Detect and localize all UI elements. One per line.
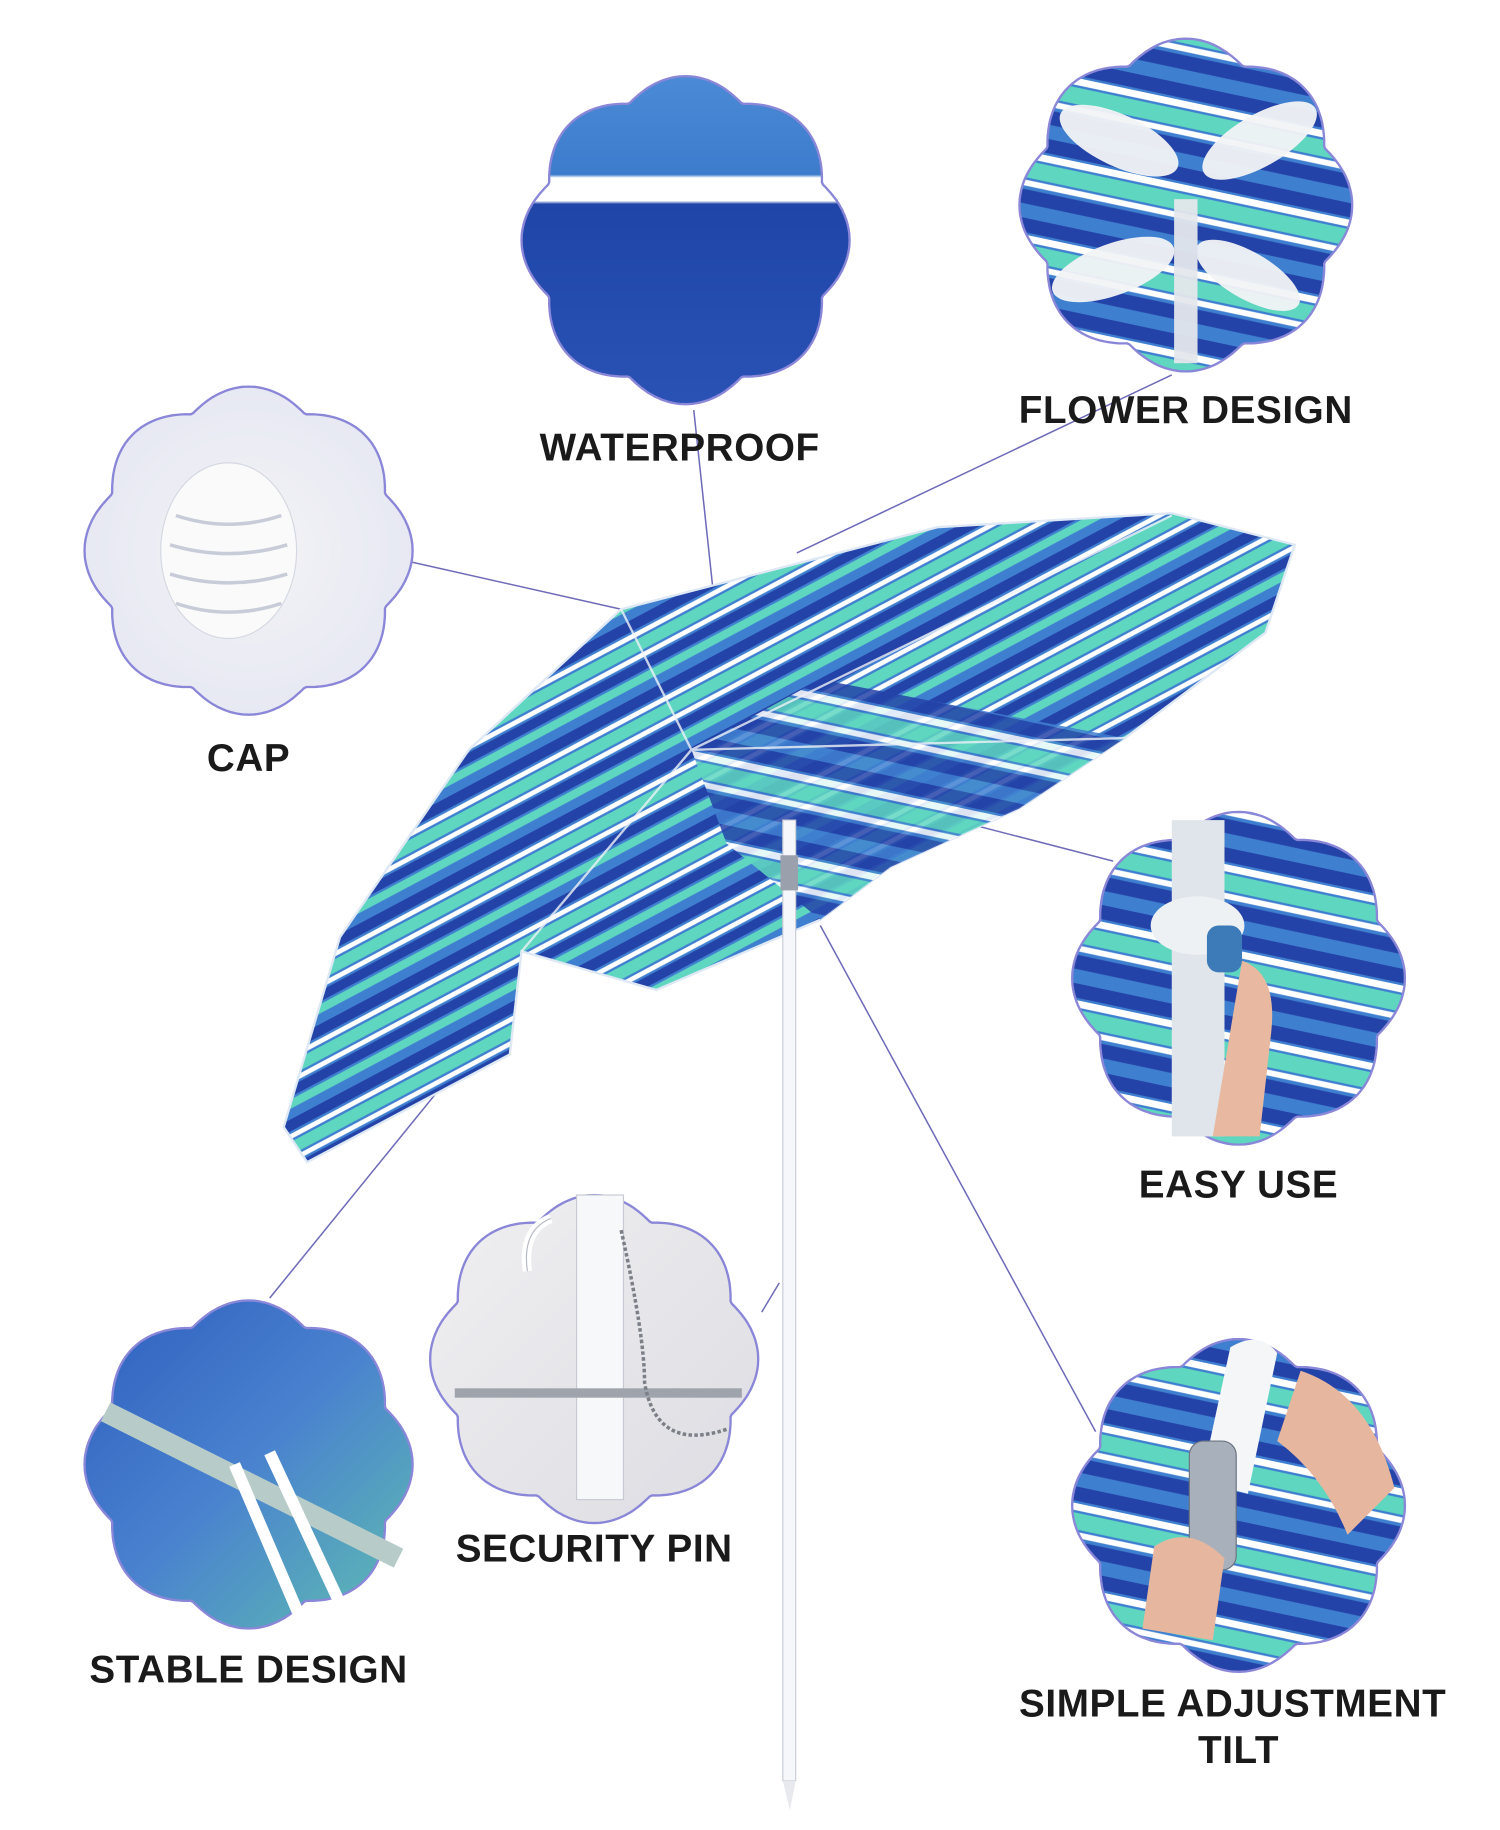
- flower-design-label: FLOWER DESIGN: [1019, 389, 1353, 432]
- simple-adjustment-leader-line: [819, 925, 1097, 1433]
- waterproof-feature-badge: [520, 74, 851, 406]
- easy-use-detail: [1150, 820, 1273, 1137]
- flower-design-leader-line: [796, 374, 1173, 554]
- cap-leader-line: [386, 555, 622, 610]
- umbrella-pole: [782, 819, 797, 1782]
- security-pin-leader-line: [761, 1282, 780, 1313]
- stable-design-detail: [100, 1402, 404, 1631]
- simple-adjustment-label-line1: SIMPLE ADJUSTMENT: [1019, 1682, 1446, 1725]
- easy-use-feature-badge: [1071, 810, 1407, 1146]
- umbrella-underside: [691, 679, 1125, 920]
- security-pin-label: SECURITY PIN: [456, 1528, 733, 1571]
- flower-design-detail: [1051, 101, 1317, 364]
- stable-design-feature-badge: [83, 1299, 414, 1630]
- simple-adjustment-detail: [1142, 1339, 1395, 1641]
- waterproof-label: WATERPROOF: [540, 426, 820, 469]
- tilt-hinge: [780, 855, 799, 891]
- stable-design-label: STABLE DESIGN: [89, 1648, 407, 1691]
- simple-adjustment-label-line2: TILT: [1198, 1729, 1279, 1772]
- umbrella-ribs: [520, 514, 1173, 953]
- pole-spike: [782, 1780, 796, 1811]
- cap-detail: [160, 462, 298, 640]
- leader-lines: [269, 374, 1173, 1433]
- cap-label: CAP: [207, 737, 290, 780]
- easy-use-label: EASY USE: [1139, 1163, 1338, 1206]
- security-pin-detail: [454, 1194, 742, 1501]
- beach-umbrella: [282, 511, 1297, 1811]
